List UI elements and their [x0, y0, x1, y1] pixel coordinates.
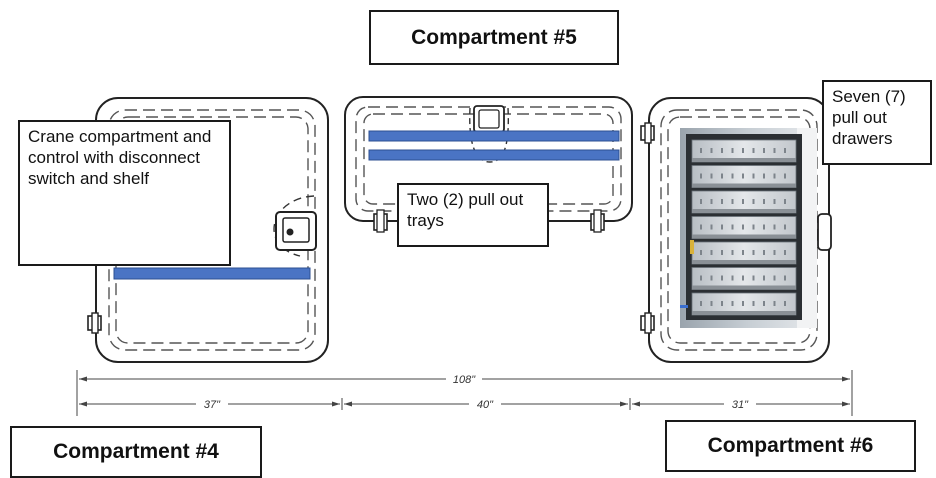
- drawer-label-slot: [784, 301, 786, 306]
- compartment-5-width-label: 40": [477, 399, 494, 411]
- hinge-icon: [640, 312, 655, 334]
- compartment-6-title: Compartment #6: [665, 420, 916, 472]
- drawer-label-slot: [763, 275, 765, 281]
- drawer-pull: [692, 234, 796, 239]
- drawer-label-slot: [752, 275, 755, 281]
- drawer-label-slot: [752, 199, 755, 204]
- drawer-label-slot: [763, 148, 765, 153]
- drawer-label-slot: [773, 148, 776, 153]
- drawer-label-slot: [731, 173, 734, 179]
- drawer-label-slot: [731, 301, 734, 306]
- handle-icon: [273, 195, 317, 257]
- drawer-label-slot: [763, 199, 765, 204]
- drawer-pull: [692, 158, 796, 162]
- hinge-icon: [373, 209, 388, 233]
- hinge-icon: [590, 209, 605, 233]
- drawer-label-slot: [752, 148, 755, 153]
- drawer-label-slot: [721, 301, 723, 306]
- drawer-label-slot: [710, 250, 713, 255]
- drawer-label-slot: [731, 250, 734, 255]
- drawer-label-slot: [763, 224, 765, 230]
- drawer-label-slot: [742, 275, 744, 281]
- drawer-label-slot: [700, 148, 702, 153]
- drawer-label-slot: [710, 199, 713, 204]
- drawer-label-slot: [784, 275, 786, 281]
- drawer-label-slot: [710, 148, 713, 153]
- compartment-6-width-label: 31": [732, 399, 749, 411]
- drawer-label-slot: [721, 250, 723, 255]
- drawer-label-slot: [742, 301, 744, 306]
- drawer-label-slot: [721, 224, 723, 230]
- drawer-label-slot: [731, 148, 734, 153]
- drawer-label-slot: [773, 301, 776, 306]
- dimension-arrows: [79, 376, 850, 407]
- dimension-label-bgs: [196, 372, 756, 411]
- drawers-photo: [680, 128, 817, 328]
- drawer-label-slot: [752, 301, 755, 306]
- drawer-label-slot: [742, 224, 744, 230]
- drawer-label-slot: [700, 224, 702, 230]
- drawer-label-slot: [721, 173, 723, 179]
- drawer-label-slot: [721, 275, 723, 281]
- overall-width-label: 108": [453, 374, 476, 386]
- drawer-label-slot: [742, 250, 744, 255]
- drawer-label-slot: [710, 301, 713, 306]
- hinge-icon: [640, 122, 655, 144]
- drawer-label-slot: [700, 275, 702, 281]
- compartment-5-note: Two (2) pull out trays: [397, 183, 549, 247]
- drawer-label-slot: [784, 250, 786, 255]
- tray-bar-lower: [368, 149, 620, 161]
- drawer-label-slot: [752, 173, 755, 179]
- drawer-label-slot: [773, 199, 776, 204]
- drawer-label-slot: [773, 275, 776, 281]
- drawer-label-slot: [721, 148, 723, 153]
- handle-icon: [817, 213, 832, 251]
- drawer-label-slot: [700, 199, 702, 204]
- compartment-6-note: Seven (7) pull out drawers: [822, 80, 932, 165]
- drawer-label-slot: [752, 250, 755, 255]
- drawer-label-slot: [784, 224, 786, 230]
- drawer-label-slot: [742, 199, 744, 204]
- drawer-label-slot: [773, 224, 776, 230]
- drawer-label-slot: [710, 224, 713, 230]
- drawer-label-slot: [784, 173, 786, 179]
- drawer-pull: [692, 311, 796, 315]
- compartment-4-title: Compartment #4: [10, 426, 262, 478]
- drawer-pull: [692, 183, 796, 188]
- drawer-label-slot: [700, 301, 702, 306]
- drawer-label-slot: [742, 173, 744, 179]
- drawer-label-slot: [731, 275, 734, 281]
- drawer-label-slot: [742, 148, 744, 153]
- drawer-label-slot: [784, 199, 786, 204]
- hinge-icon: [87, 312, 102, 334]
- drawer-pull: [692, 260, 796, 264]
- compartment-4-note: Crane compartment and control with disco…: [18, 120, 231, 266]
- drawer-label-slot: [752, 224, 755, 230]
- compartment-5-title: Compartment #5: [369, 10, 619, 65]
- handle-icon: [469, 105, 510, 163]
- drawer-label-slot: [710, 173, 713, 179]
- drawer-label-slot: [763, 173, 765, 179]
- drawer-label-slot: [763, 250, 765, 255]
- compartment-6-door: [640, 97, 832, 363]
- drawer-label-slot: [700, 250, 702, 255]
- shelf-bar: [113, 267, 311, 280]
- drawer-label-slot: [731, 224, 734, 230]
- drawer-label-slot: [773, 250, 776, 255]
- drawer-pull: [692, 209, 796, 213]
- drawer-label-slot: [784, 148, 786, 153]
- drawer-label-slot: [731, 199, 734, 204]
- drawer-label-slot: [710, 275, 713, 281]
- compartment-4-width-label: 37": [204, 399, 221, 411]
- drawer-label-slot: [773, 173, 776, 179]
- drawer-label-slot: [721, 199, 723, 204]
- drawer-label-slot: [763, 301, 765, 306]
- drawer-label-slot: [700, 173, 702, 179]
- drawer-pull: [692, 285, 796, 290]
- tray-bar-upper: [368, 130, 620, 142]
